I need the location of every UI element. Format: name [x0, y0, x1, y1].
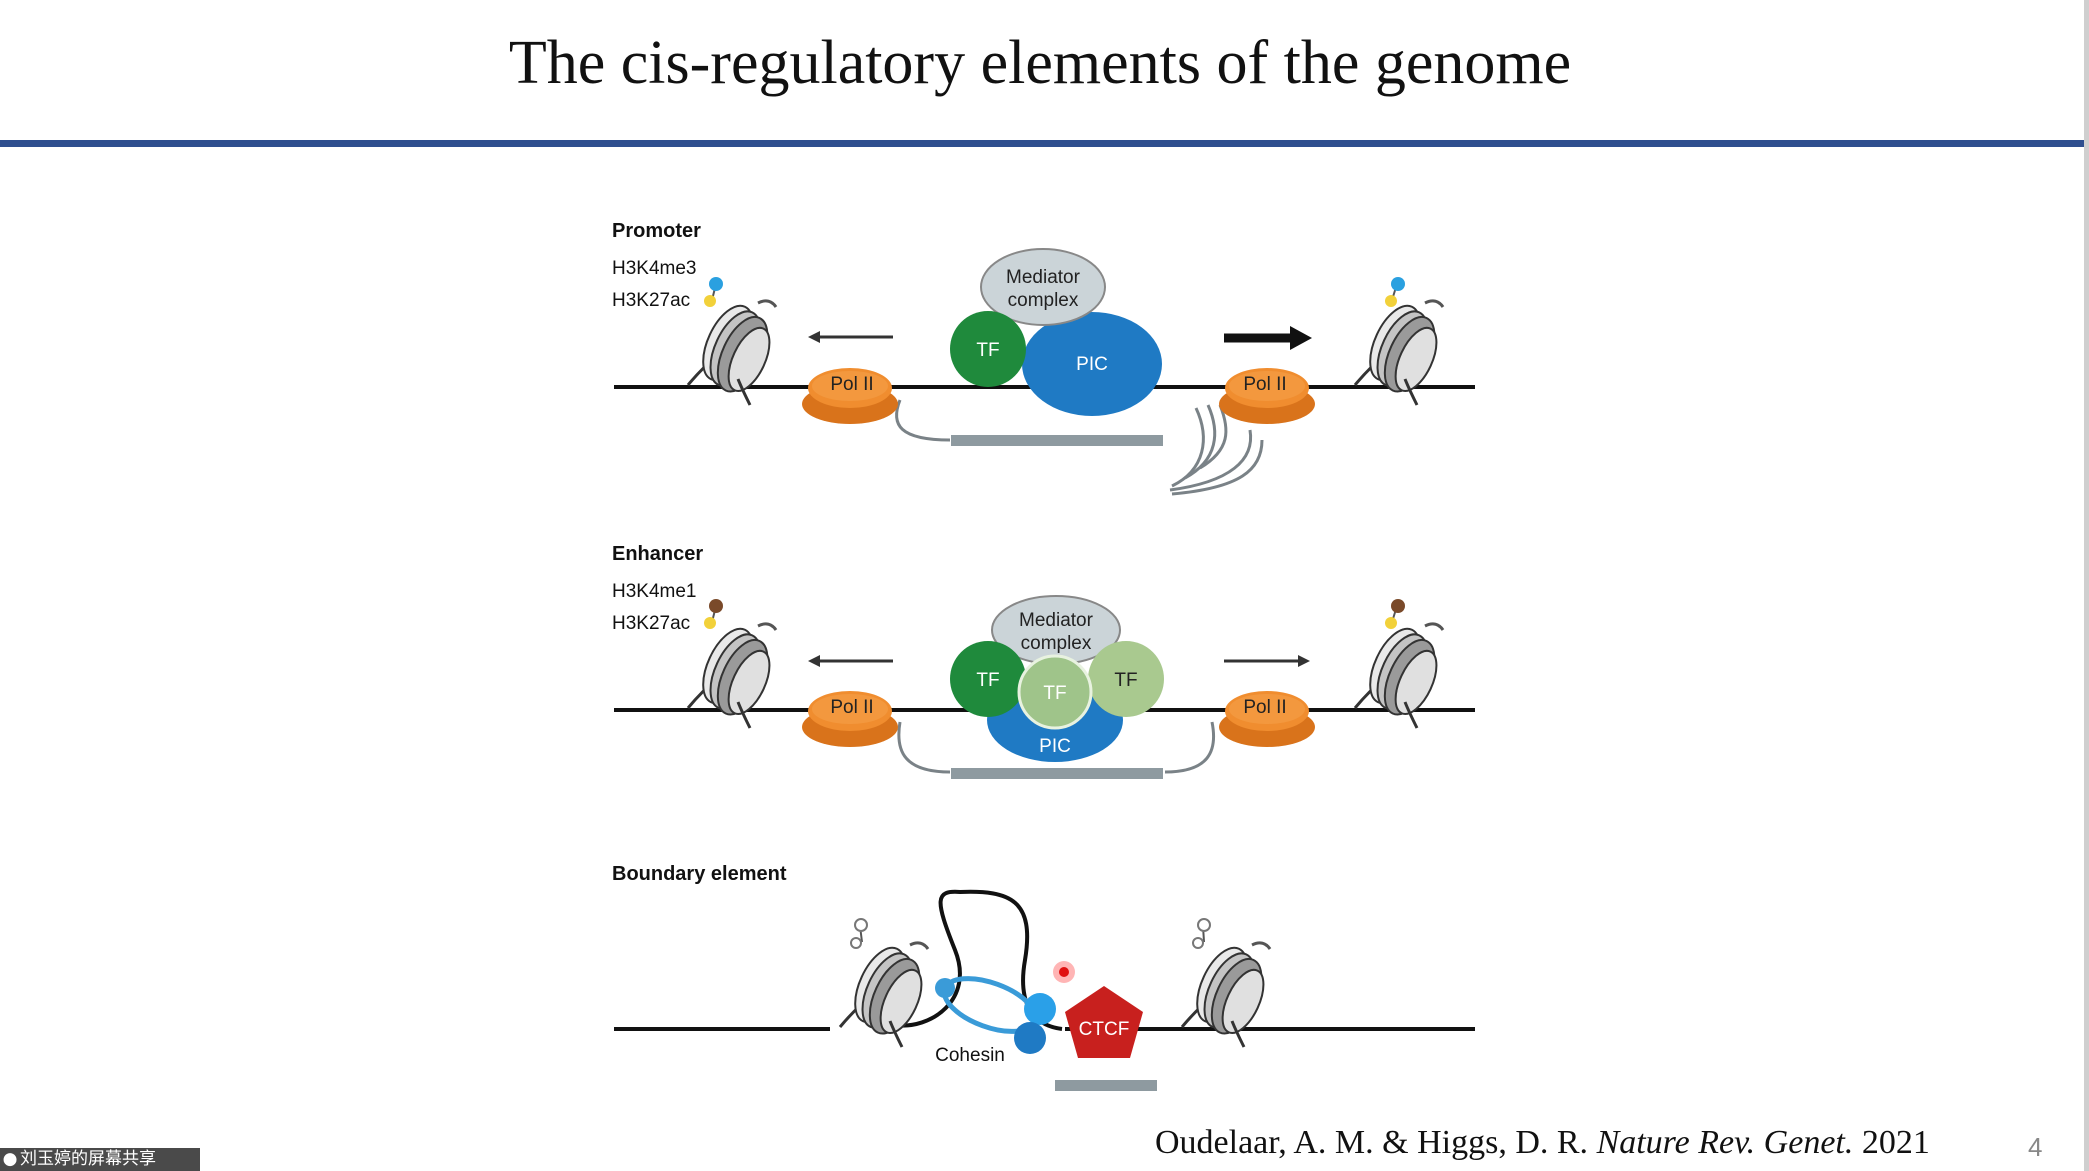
enhancer-tf-3-label: TF: [1114, 670, 1137, 691]
h3k4me1-mark-left: [709, 599, 723, 613]
promoter-pic: [1022, 312, 1162, 416]
boundary-heading: Boundary element: [612, 863, 787, 885]
chromatin-loop: [894, 889, 1063, 1031]
microphone-icon: ●: [2, 1149, 18, 1169]
enhancer-mediator-label-1: Mediator: [1019, 610, 1094, 631]
h3k4me1-mark-right: [1391, 599, 1405, 613]
unmarked-histone-left: [854, 918, 868, 932]
cohesin-subunit: [1014, 1022, 1046, 1054]
citation: Oudelaar, A. M. & Higgs, D. R. Nature Re…: [1155, 1124, 1930, 1162]
h3k27ac-mark-right: [1385, 295, 1397, 307]
ctcf-protein: [1065, 986, 1143, 1058]
screen-share-bar[interactable]: ●刘玉婷的屏幕共享: [0, 1148, 200, 1171]
promoter-pol2-right-label: Pol II: [1243, 374, 1286, 395]
citation-year: 2021: [1853, 1124, 1930, 1161]
enhancer-tf-3: [1088, 641, 1164, 717]
promoter-mediator-label-2: complex: [1008, 290, 1079, 311]
promoter-mediator-complex: [980, 248, 1106, 326]
citation-authors: Oudelaar, A. M. & Higgs, D. R.: [1155, 1124, 1597, 1161]
h3k4me3-mark-left: [709, 277, 723, 291]
unmarked-histone-right: [1197, 918, 1211, 932]
ctcf-label: CTCF: [1079, 1019, 1130, 1040]
h3k27ac-mark-left: [704, 295, 716, 307]
cohesin-label: Cohesin: [935, 1045, 1005, 1066]
enhancer-pol2-right-label: Pol II: [1243, 697, 1286, 718]
enhancer-heading: Enhancer: [612, 543, 703, 565]
enhancer-mark-2: H3K27ac: [612, 613, 690, 634]
promoter-heading: Promoter: [612, 220, 701, 242]
promoter-pol2-left-label: Pol II: [830, 374, 873, 395]
h3k4me3-mark-right: [1391, 277, 1405, 291]
enhancer-tf-2-label: TF: [1043, 683, 1066, 704]
enhancer-tf-1-label: TF: [976, 670, 999, 691]
title-divider: [0, 140, 2089, 147]
slide-title: The cis-regulatory elements of the genom…: [508, 29, 1572, 97]
h3k27ac-mark-left-enh: [704, 617, 716, 629]
enhancer-mediator-label-2: complex: [1021, 633, 1092, 654]
promoter-mark-1: H3K4me3: [612, 258, 697, 279]
promoter-pic-label: PIC: [1076, 354, 1108, 375]
promoter-element-bar: [951, 435, 1163, 446]
promoter-mark-2: H3K27ac: [612, 290, 690, 311]
enhancer-pic-label: PIC: [1039, 736, 1071, 757]
promoter-mediator-label-1: Mediator: [1006, 267, 1081, 288]
promoter-tf-label: TF: [976, 340, 999, 361]
promoter-tf: [950, 311, 1026, 387]
enhancer-tf-1: [950, 641, 1026, 717]
enhancer-pol2-left-label: Pol II: [830, 697, 873, 718]
screen-share-label: 刘玉婷的屏幕共享: [20, 1149, 156, 1169]
slide-edge: [2084, 0, 2089, 1171]
citation-journal: Nature Rev. Genet.: [1596, 1124, 1854, 1161]
page-number: 4: [2028, 1132, 2043, 1162]
boundary-nucleosome-left: [838, 938, 932, 1049]
enhancer-mark-1: H3K4me1: [612, 581, 697, 602]
enhancer-element-bar: [951, 768, 1163, 779]
h3k27ac-mark-right-enh: [1385, 617, 1397, 629]
boundary-element-bar: [1055, 1080, 1157, 1091]
enhancer-tf-2: [1017, 654, 1093, 730]
